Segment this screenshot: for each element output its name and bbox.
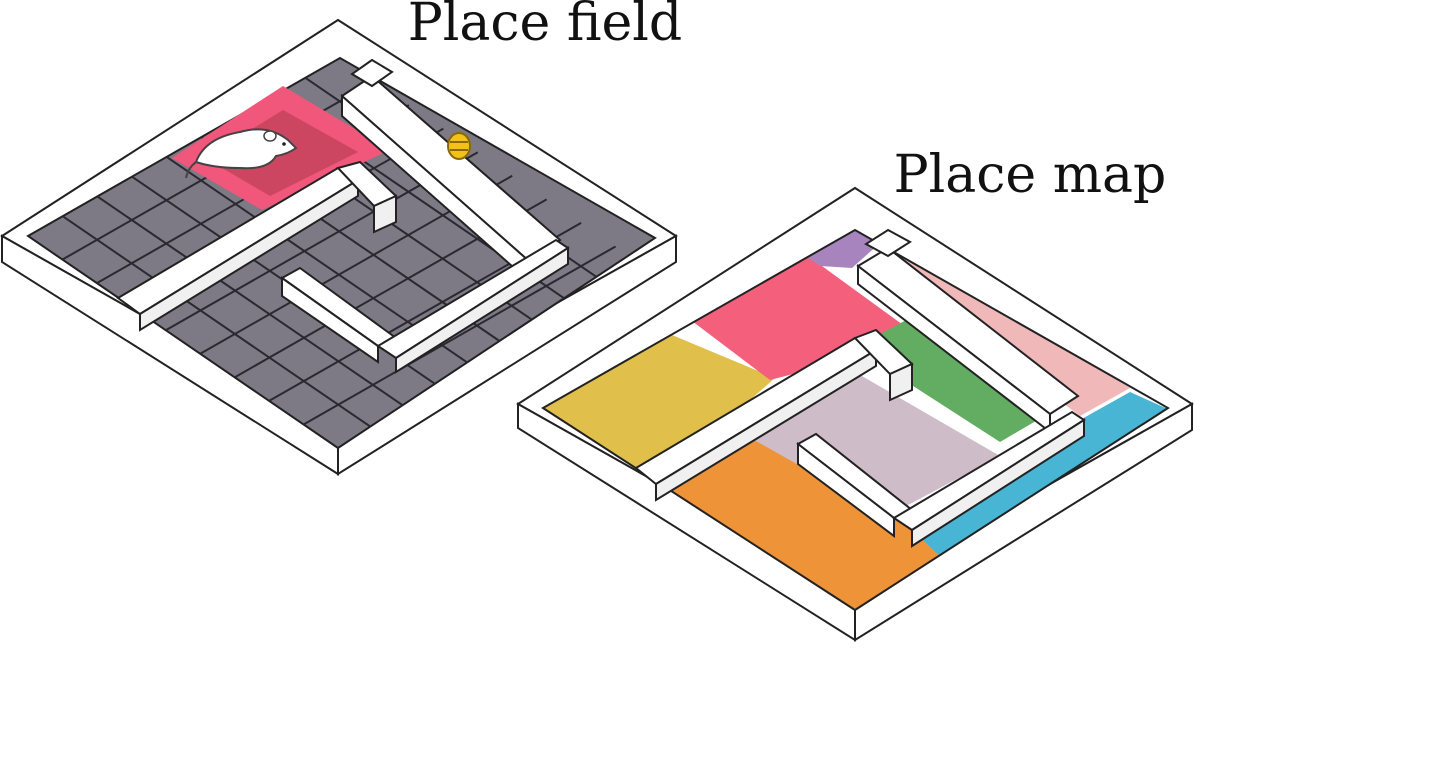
reward-icon bbox=[447, 132, 471, 160]
grid-line bbox=[62, 215, 374, 430]
region-blue bbox=[912, 392, 1168, 556]
map-floor-outline bbox=[541, 228, 1170, 612]
region-orange bbox=[650, 432, 945, 610]
map-outer-wall-front-right bbox=[854, 402, 1193, 642]
region-purple bbox=[800, 230, 890, 268]
place-field-title: Place field bbox=[408, 0, 682, 53]
grid-line bbox=[96, 195, 408, 410]
rat-icon bbox=[185, 128, 298, 179]
map-interior-walls bbox=[634, 228, 1086, 548]
region-green bbox=[880, 318, 1058, 442]
interior-walls bbox=[116, 58, 570, 374]
place-map-title: Place map bbox=[894, 145, 1167, 205]
place-field-maze: Place field bbox=[0, 0, 682, 476]
place-map-maze: Place map bbox=[516, 145, 1194, 642]
grid-line bbox=[303, 245, 617, 426]
